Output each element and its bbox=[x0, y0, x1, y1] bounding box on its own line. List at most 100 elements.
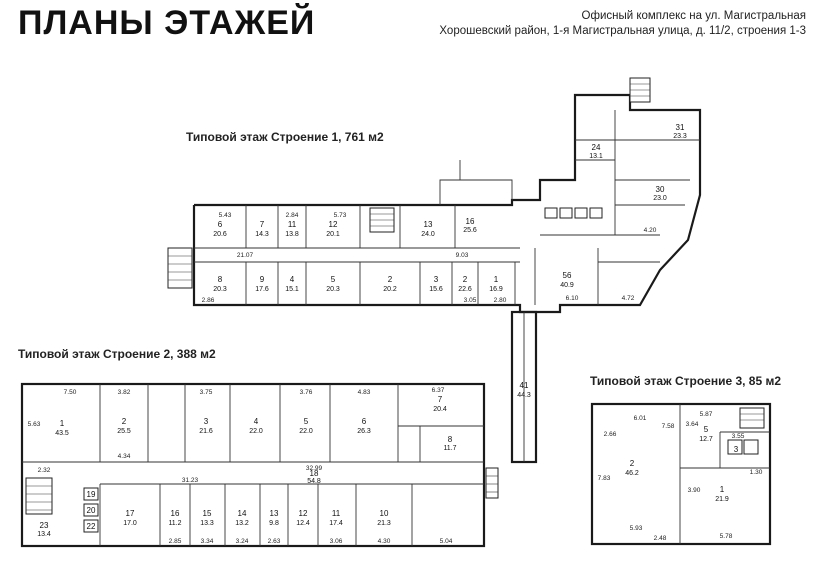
room-number: 16 bbox=[466, 217, 475, 226]
building1-plan: 6 20.6 7 14.3 11 13.8 12 20.1 13 24.0 8 … bbox=[167, 77, 702, 464]
building2-bottom-rooms bbox=[83, 484, 413, 546]
building2-stairs bbox=[25, 467, 499, 515]
room-number: 14 bbox=[238, 509, 247, 518]
dimension-label: 2.66 bbox=[604, 431, 617, 438]
b1-room-6-area: 20.6 bbox=[213, 231, 227, 238]
room-number: 12 bbox=[299, 509, 308, 518]
dimension-label: 7.58 bbox=[662, 423, 675, 430]
room-area: 17.6 bbox=[255, 286, 269, 293]
dimension-label: 3.55 bbox=[732, 433, 745, 440]
room-area: 21.6 bbox=[199, 428, 213, 435]
dimension-label: 4.20 bbox=[644, 227, 657, 234]
room-area: 46.2 bbox=[625, 470, 639, 477]
dimension-label: 6.01 bbox=[634, 415, 647, 422]
dimension-label: 5.63 bbox=[28, 421, 41, 428]
room-number: 31 bbox=[676, 123, 685, 132]
room-number: 9 bbox=[260, 275, 265, 284]
building1-top-rooms bbox=[245, 205, 456, 248]
room-number: 2 bbox=[388, 275, 393, 284]
building3-dims: 6.01 7.83 5.93 3.64 5.87 3.55 1.30 3.90 … bbox=[598, 411, 763, 542]
dimension-label: 6.10 bbox=[566, 295, 579, 302]
room-number: 4 bbox=[290, 275, 295, 284]
room-number: 3 bbox=[734, 445, 739, 454]
room-number: 12 bbox=[329, 220, 338, 229]
room-number: 8 bbox=[218, 275, 223, 284]
room-area: 21.9 bbox=[715, 496, 729, 503]
building1-wc bbox=[544, 207, 603, 219]
dimension-label: 5.04 bbox=[440, 538, 453, 545]
building2-room-labels: 1 43.5 2 25.5 3 21.6 4 22.0 5 22.0 6 26.… bbox=[37, 395, 456, 538]
room-number: 56 bbox=[563, 271, 572, 280]
dimension-label: 4.30 bbox=[378, 538, 391, 545]
room-area: 25.6 bbox=[463, 227, 477, 234]
room-area: 13.8 bbox=[285, 231, 299, 238]
room-area: 20.3 bbox=[326, 286, 340, 293]
room-number: 23 bbox=[40, 521, 49, 530]
room-area: 20.1 bbox=[326, 231, 340, 238]
dimension-label: 3.06 bbox=[330, 538, 343, 545]
dimension-label: 2.84 bbox=[286, 212, 299, 219]
room-number: 11 bbox=[332, 509, 341, 518]
room-number: 30 bbox=[656, 185, 665, 194]
room-number: 24 bbox=[592, 143, 601, 152]
dimension-label: 1.30 bbox=[750, 469, 763, 476]
room-area: 22.0 bbox=[299, 428, 313, 435]
building1-label: Типовой этаж Строение 1, 761 м2 bbox=[186, 130, 384, 144]
dimension-label: 3.05 bbox=[464, 297, 477, 304]
building3-plan: 2 46.2 5 12.7 3 1 21.9 6.01 7.83 5.93 3.… bbox=[590, 402, 772, 546]
building2-label: Типовой этаж Строение 2, 388 м2 bbox=[18, 347, 216, 361]
room-number: 16 bbox=[171, 509, 180, 518]
room-number: 19 bbox=[87, 490, 96, 499]
room-number: 13 bbox=[424, 220, 433, 229]
room-number: 18 bbox=[310, 469, 319, 478]
room-area: 13.3 bbox=[200, 520, 214, 527]
room-area: 13.1 bbox=[589, 153, 603, 160]
room-area: 24.0 bbox=[421, 231, 435, 238]
room-number: 2 bbox=[463, 275, 468, 284]
dimension-label: 3.34 bbox=[201, 538, 214, 545]
room-area: 11.7 bbox=[443, 445, 456, 452]
room-number: 11 bbox=[288, 220, 297, 229]
dimension-label: 2.32 bbox=[38, 467, 51, 474]
room-number: 1 bbox=[494, 275, 499, 284]
building1-right-wing bbox=[540, 110, 700, 263]
room-number: 1 bbox=[60, 419, 65, 428]
dimension-label: 4.34 bbox=[118, 453, 131, 460]
building2-dims: 7.50 3.82 3.75 3.76 4.83 6.37 32.99 31.2… bbox=[28, 387, 453, 545]
dimension-label: 4.83 bbox=[358, 389, 371, 396]
room-area: 14.3 bbox=[255, 231, 269, 238]
room-area: 22.0 bbox=[249, 428, 263, 435]
dimension-label: 5.87 bbox=[700, 411, 713, 418]
room-number: 6 bbox=[362, 417, 367, 426]
room-number: 2 bbox=[122, 417, 127, 426]
room-number: 3 bbox=[204, 417, 209, 426]
room-area: 9.8 bbox=[269, 520, 279, 527]
room-area: 43.5 bbox=[55, 430, 69, 437]
building3-room-labels: 2 46.2 5 12.7 3 1 21.9 bbox=[625, 425, 739, 503]
dimension-label: 2.85 bbox=[169, 538, 182, 545]
room-number: 17 bbox=[126, 509, 135, 518]
building1-room-labels: 6 20.6 7 14.3 11 13.8 12 20.1 13 24.0 8 … bbox=[213, 123, 687, 399]
dimension-label: 2.80 bbox=[494, 297, 507, 304]
dimension-label: 21.07 bbox=[237, 252, 254, 259]
building2-plan: 1 43.5 2 25.5 3 21.6 4 22.0 5 22.0 6 26.… bbox=[20, 382, 499, 548]
room-area: 44.3 bbox=[517, 392, 531, 399]
dimension-label: 3.24 bbox=[236, 538, 249, 545]
room-area: 16.9 bbox=[489, 286, 503, 293]
building1-bottom-rooms bbox=[245, 248, 599, 305]
room-area: 17.4 bbox=[329, 520, 343, 527]
room-number: 15 bbox=[203, 509, 212, 518]
room-area: 13.2 bbox=[235, 520, 249, 527]
room-number: 22 bbox=[87, 522, 96, 531]
dimension-label: 3.64 bbox=[686, 421, 699, 428]
room-number: 3 bbox=[434, 275, 439, 284]
room-area: 21.3 bbox=[377, 520, 391, 527]
room-number: 41 bbox=[520, 381, 529, 390]
dimension-label: 31.23 bbox=[182, 477, 199, 484]
dimension-label: 2.48 bbox=[654, 535, 667, 542]
room-area: 17.0 bbox=[123, 520, 137, 527]
dimension-label: 7.50 bbox=[64, 389, 77, 396]
room-area: 40.9 bbox=[560, 282, 574, 289]
b1-room-6-num: 6 bbox=[218, 220, 223, 229]
dimension-label: 5.43 bbox=[219, 212, 232, 219]
